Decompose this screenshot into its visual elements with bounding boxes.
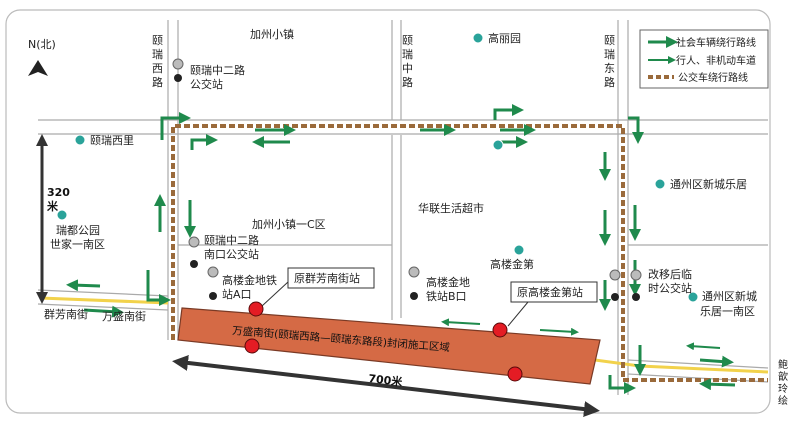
- yirui-west-label: 颐瑞西路: [152, 34, 163, 89]
- horizontal-dimension-label: 700米: [368, 371, 404, 389]
- road-grid: [37, 20, 769, 395]
- bus-stop-icons: [172, 58, 642, 301]
- legend-ped-label: 行人、非机动车道: [676, 54, 756, 67]
- horizontal-dimension-arrow: [172, 354, 600, 418]
- tongzhou-south-place-icon: [687, 291, 699, 303]
- jiazhou-c-label: 加州小镇一C区: [252, 217, 326, 231]
- gaolou-place-icon: [513, 244, 525, 256]
- stop-pin-icon: [188, 236, 200, 268]
- yirui-xili-label: 颐瑞西里: [90, 133, 134, 147]
- old-qunfang-callout: 原群芳南街站: [294, 271, 360, 285]
- stop-pin-icon: [408, 266, 420, 300]
- tongzhou-place-icon: [654, 178, 666, 190]
- old-stop-marker-icon: [244, 338, 260, 354]
- old-gaolou-callout: 原高楼金第站: [517, 285, 583, 299]
- hualian-label: 华联生活超市: [418, 201, 484, 215]
- credit-label: 鲍歆玲绘: [778, 358, 788, 407]
- stop-gaolou-b-label: 高楼金地铁站B口: [426, 275, 470, 303]
- yirui-middle-label: 颐瑞中路: [402, 34, 413, 89]
- legend-car-label: 社会车辆绕行路线: [676, 36, 756, 49]
- jiazhou-town-label: 加州小镇: [250, 27, 294, 41]
- stop-gaolou-a-label: 高楼金地铁站A口: [222, 273, 277, 301]
- qunfang-south-label: 群芳南街: [44, 307, 88, 321]
- stop-pin-icon: [609, 269, 621, 301]
- stop-yirui-mid2-south-label: 颐瑞中二路南口公交站: [204, 233, 259, 261]
- place-icons: [56, 32, 699, 303]
- qunfang-street-line: [39, 296, 169, 305]
- compass-label: N(北): [28, 38, 56, 51]
- stop-yirui-mid2-label: 颐瑞中二路公交站: [190, 63, 245, 91]
- old-stop-marker-icon: [507, 366, 523, 382]
- car-detour-arrows: [66, 104, 736, 394]
- legend-bus-label: 公交车绕行路线: [678, 71, 748, 84]
- stop-temp-label: 改移后临时公交站: [648, 267, 692, 295]
- tongzhou-xincheng-label: 通州区新城乐居: [670, 177, 747, 191]
- stop-pin-icon: [207, 266, 219, 300]
- compass-icon: [28, 60, 48, 76]
- old-qunfang-callout-box: [287, 267, 375, 289]
- gaoli-place-icon: [472, 32, 484, 44]
- wansheng-south-label: 万盛南街: [102, 309, 146, 323]
- stop-pin-icon: [630, 269, 642, 301]
- yirui-east-label: 颐瑞东路: [604, 34, 615, 89]
- pedestrian-arrows: [441, 318, 721, 351]
- gaoli-garden-label: 高丽园: [488, 31, 521, 45]
- old-stop-markers: [244, 301, 523, 382]
- yirui-xili-place-icon: [74, 134, 86, 146]
- ruidu-place-icon: [56, 209, 68, 221]
- old-stop-marker-icon: [248, 301, 264, 317]
- ruidu-park-label: 瑞都公园世家一南区: [50, 223, 105, 251]
- gaolou-jindi-label: 高楼金第: [490, 257, 534, 271]
- bus-detour-route: [171, 124, 768, 382]
- legend: [639, 29, 769, 89]
- old-gaolou-callout-box: [510, 281, 598, 303]
- tongzhou-south-label: 通州区新城乐居一南区: [700, 289, 757, 318]
- old-stop-marker-icon: [492, 322, 508, 338]
- stop-pin-icon: [172, 58, 184, 82]
- block-place-icon: [492, 139, 504, 151]
